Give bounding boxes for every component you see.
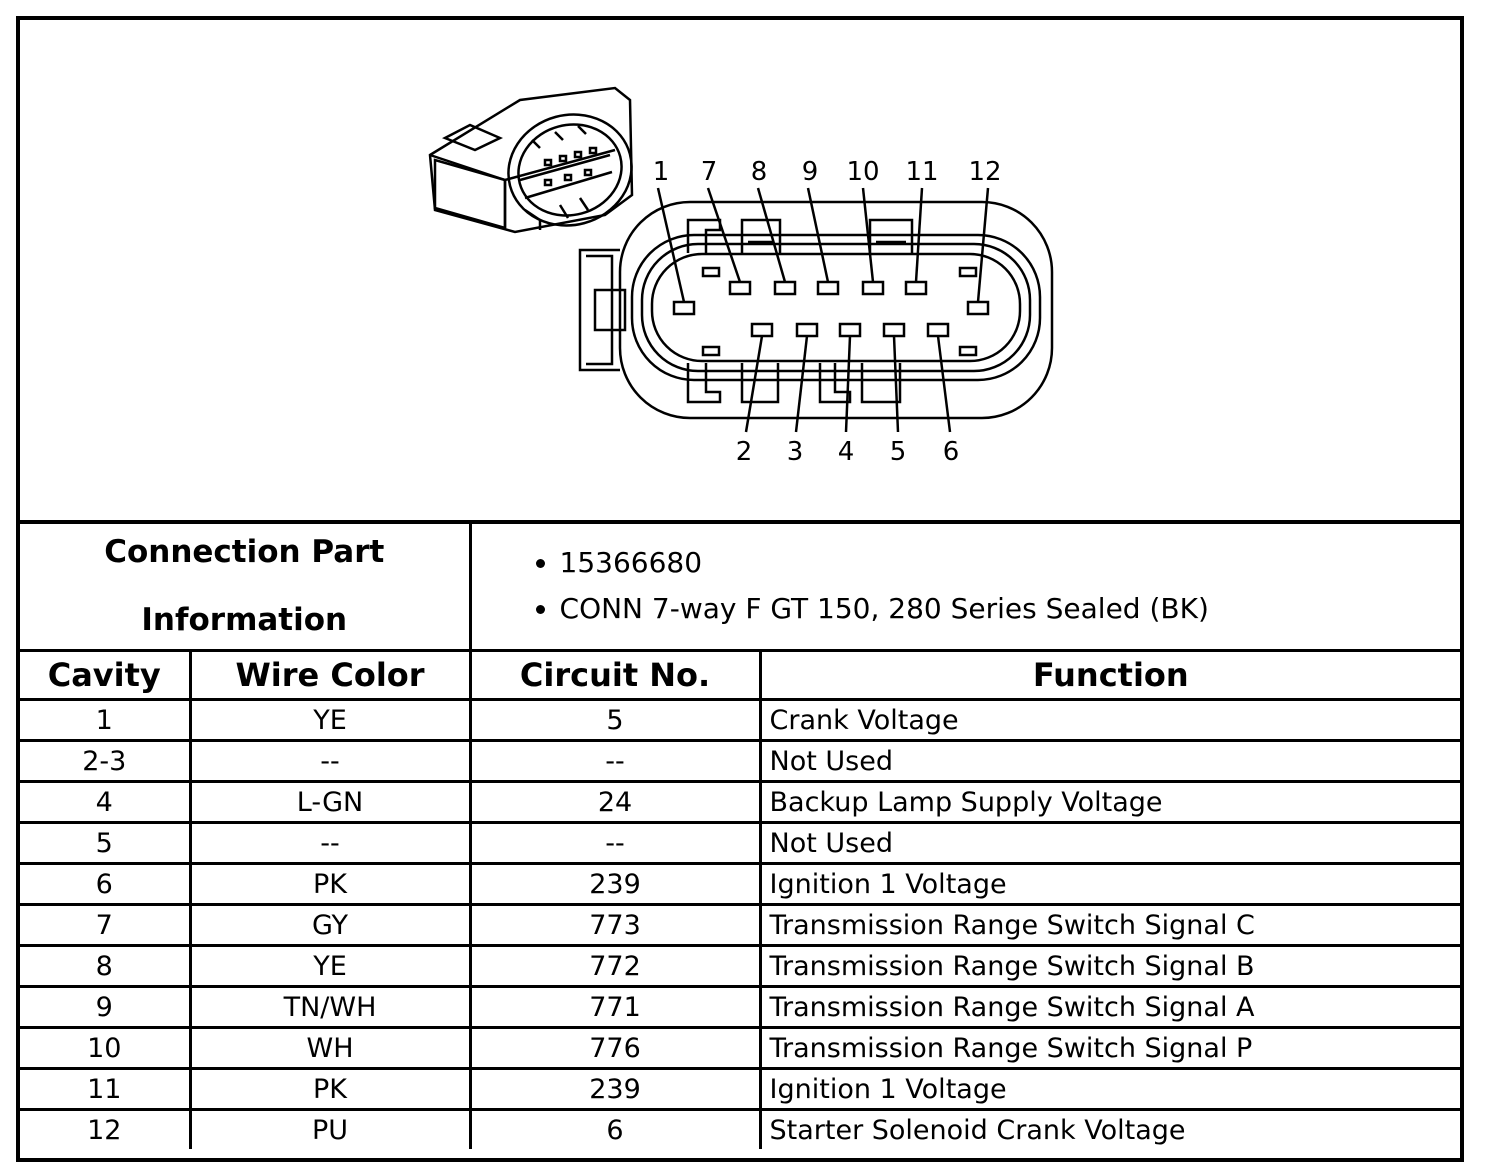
function-cell: Starter Solenoid Crank Voltage [758,1108,1461,1149]
function-cell: Transmission Range Switch Signal A [758,985,1461,1029]
table-row: 2-3 -- -- Not Used [20,739,1461,783]
connection-info-label-line2: Information [141,602,348,638]
header-cavity: Cavity [20,649,192,701]
pin-labels: 1 7 8 9 10 11 12 2 3 4 5 6 [653,157,1002,467]
header-wire-color: Wire Color [188,649,472,701]
table-row: 11 PK 239 Ignition 1 Voltage [20,1067,1461,1111]
table-header-row: Cavity Wire Color Circuit No. Function [20,649,1461,701]
circuit-no-cell: 773 [468,903,762,947]
function-cell: Transmission Range Switch Signal P [758,1026,1461,1070]
cavity-cell: 12 [20,1108,192,1149]
pin-label-top: 9 [802,157,819,187]
connector-description: CONN 7-way F GT 150, 280 Series Sealed (… [560,592,1461,626]
cavity-cell: 11 [20,1067,192,1111]
function-cell: Transmission Range Switch Signal C [758,903,1461,947]
pin-label-top: 7 [701,157,718,187]
connector-end-view-sheet: 1 7 8 9 10 11 12 2 3 4 5 6 Connecti [16,16,1464,1162]
circuit-no-cell: 239 [468,1067,762,1111]
part-number: 15366680 [560,546,1461,580]
header-function: Function [758,649,1461,701]
function-cell: Transmission Range Switch Signal B [758,944,1461,988]
wire-color-cell: PK [188,862,472,906]
wire-color-cell: L-GN [188,780,472,824]
cavity-cell: 1 [20,698,192,742]
circuit-no-cell: 772 [468,944,762,988]
connector-isometric-illustration [428,86,634,234]
circuit-no-cell: 6 [468,1108,762,1149]
cavity-cell: 6 [20,862,192,906]
wire-color-cell: GY [188,903,472,947]
cavity-cell: 9 [20,985,192,1029]
wire-color-cell: TN/WH [188,985,472,1029]
cavity-cell: 10 [20,1026,192,1070]
pin-label-top: 11 [905,157,938,187]
pin-label-top: 10 [846,157,879,187]
circuit-no-cell: 771 [468,985,762,1029]
cavity-cell: 5 [20,821,192,865]
connection-info-list: 15366680 CONN 7-way F GT 150, 280 Series… [468,520,1461,652]
table-row: 9 TN/WH 771 Transmission Range Switch Si… [20,985,1461,1029]
connection-info-row: Connection Part Information 15366680 CON… [20,520,1461,652]
cavity-cell: 8 [20,944,192,988]
function-cell: Crank Voltage [758,698,1461,742]
wire-color-cell: PU [188,1108,472,1149]
connector-diagram: 1 7 8 9 10 11 12 2 3 4 5 6 [20,20,1460,520]
cavity-cell: 4 [20,780,192,824]
wire-color-cell: YE [188,698,472,742]
wire-color-cell: WH [188,1026,472,1070]
circuit-no-cell: 239 [468,862,762,906]
table-row: 4 L-GN 24 Backup Lamp Supply Voltage [20,780,1461,824]
pin-label-top: 12 [968,157,1001,187]
table-row: 12 PU 6 Starter Solenoid Crank Voltage [20,1108,1461,1149]
pin-label-bottom: 2 [736,437,753,467]
table-row: 5 -- -- Not Used [20,821,1461,865]
circuit-no-cell: 5 [468,698,762,742]
circuit-no-cell: 776 [468,1026,762,1070]
pin-label-bottom: 4 [838,437,855,467]
wire-color-cell: -- [188,821,472,865]
connector-end-view [578,187,1054,433]
pin-label-bottom: 3 [787,437,804,467]
table-row: 1 YE 5 Crank Voltage [20,698,1461,742]
connection-info-label-line1: Connection Part [104,534,385,570]
pin-label-top: 1 [653,157,670,187]
pin-label-bottom: 5 [890,437,907,467]
connector-table: Connection Part Information 15366680 CON… [20,520,1461,1149]
table-row: 7 GY 773 Transmission Range Switch Signa… [20,903,1461,947]
function-cell: Not Used [758,739,1461,783]
wire-color-cell: -- [188,739,472,783]
pin-label-top: 8 [751,157,768,187]
connection-info-label: Connection Part Information [20,520,472,652]
circuit-no-cell: -- [468,821,762,865]
circuit-no-cell: -- [468,739,762,783]
circuit-no-cell: 24 [468,780,762,824]
cavity-cell: 2-3 [20,739,192,783]
function-cell: Not Used [758,821,1461,865]
table-row: 8 YE 772 Transmission Range Switch Signa… [20,944,1461,988]
cavity-cell: 7 [20,903,192,947]
wire-color-cell: YE [188,944,472,988]
function-cell: Ignition 1 Voltage [758,862,1461,906]
function-cell: Backup Lamp Supply Voltage [758,780,1461,824]
header-circuit-no: Circuit No. [468,649,762,701]
function-cell: Ignition 1 Voltage [758,1067,1461,1111]
table-row: 10 WH 776 Transmission Range Switch Sign… [20,1026,1461,1070]
pin-label-bottom: 6 [943,437,960,467]
table-row: 6 PK 239 Ignition 1 Voltage [20,862,1461,906]
connector-drawing: 1 7 8 9 10 11 12 2 3 4 5 6 [428,86,1054,467]
wire-color-cell: PK [188,1067,472,1111]
